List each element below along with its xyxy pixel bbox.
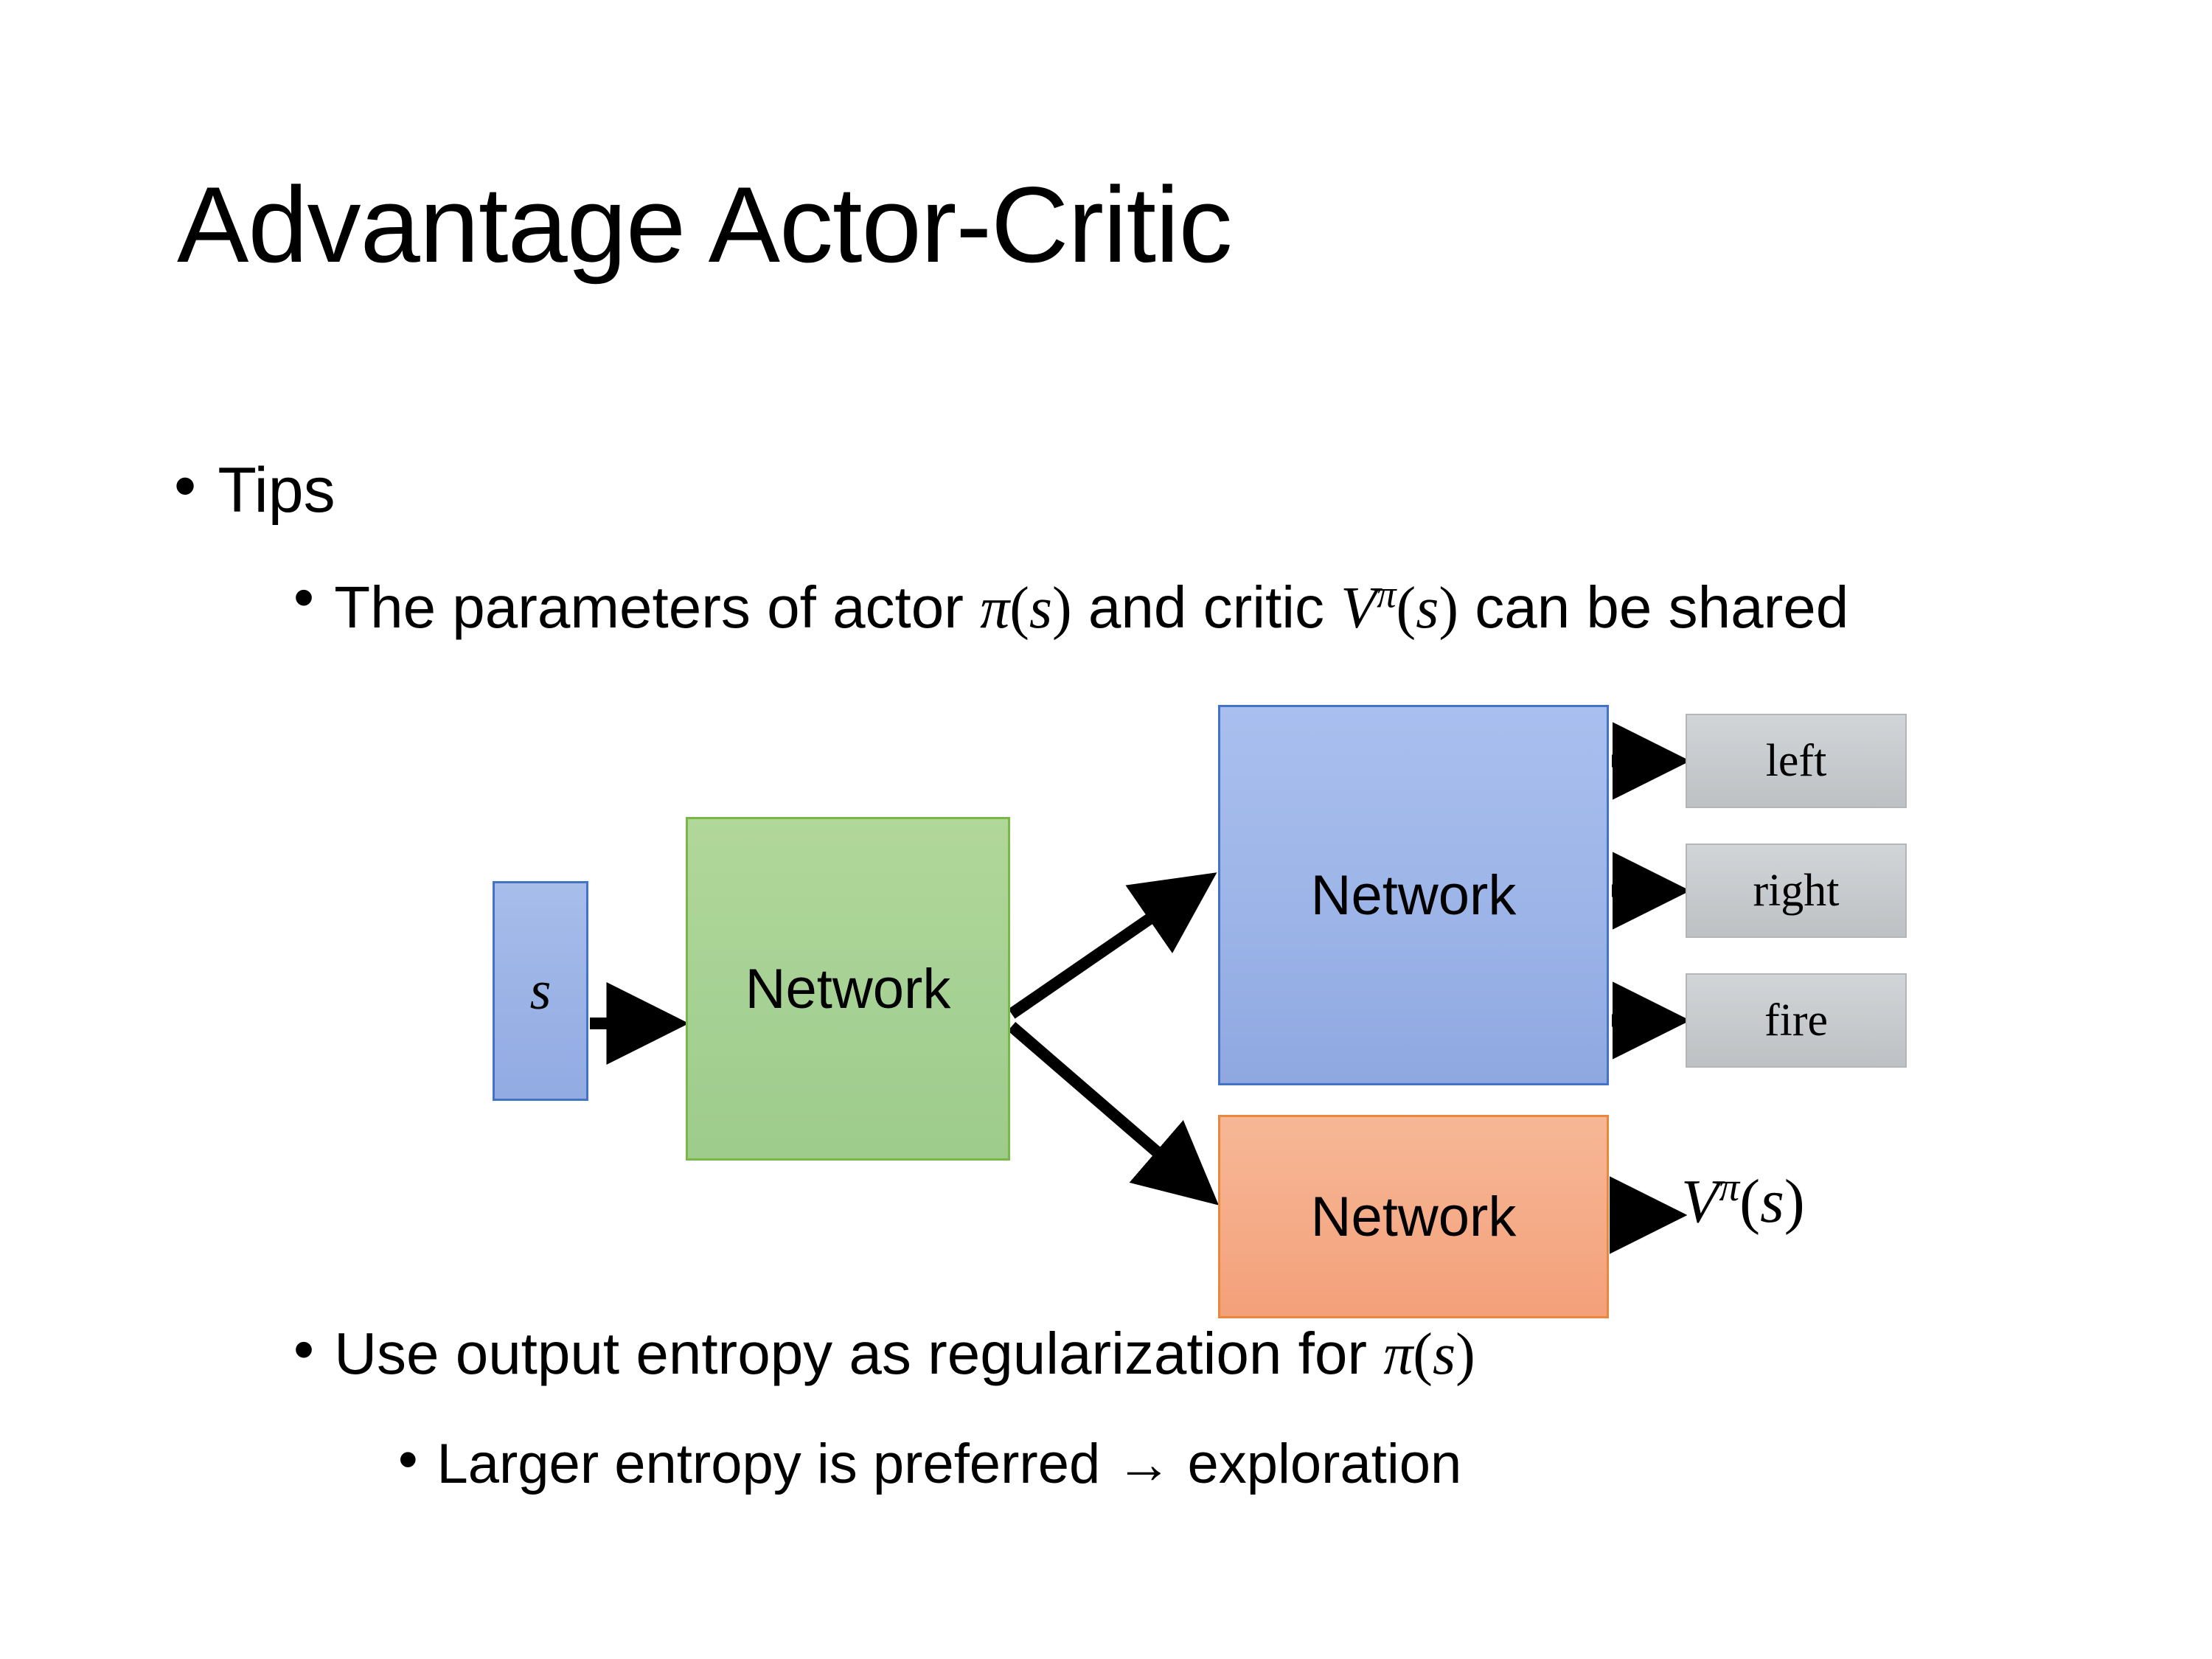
bullet-parameters-text: The parameters of actor π(s) and critic … [334,568,1848,648]
math-rparen: ) [1455,1322,1475,1387]
bullet-tips-label: Tips [218,455,335,526]
math-pi-superscript: π [1377,573,1397,616]
diagram-node-action-right[interactable]: right [1686,844,1907,938]
math-pi: π [980,576,1010,641]
bullet-marker: • [174,451,197,521]
bullet-marker: • [293,1316,315,1382]
math-rparen: ) [1052,576,1072,641]
critic-network-label: Network [1310,1185,1517,1248]
arrow-shared-to-actor-network [1008,872,1217,1019]
diagram-node-critic-network[interactable]: Network [1218,1115,1609,1318]
math-lparen: ( [1396,576,1416,641]
entropy-prefix: Use output entropy as regularization for [334,1321,1384,1386]
bullet-entropy-text: Use output entropy as regularization for… [334,1320,1475,1388]
diagram-node-action-left[interactable]: left [1686,714,1907,808]
page-title: Advantage Actor-Critic [177,164,1233,285]
diagram-output-value: Vπ(s) [1681,1165,1805,1237]
math-s: s [1029,576,1052,641]
bullet-larger-entropy: • Larger entropy is preferred → explorat… [398,1432,1461,1496]
params-mid: and critic [1071,574,1341,640]
params-prefix: The parameters of actor [334,574,981,640]
math-lparen: ( [1009,576,1029,641]
shared-network-label: Network [745,957,951,1020]
bullet-larger-entropy-label: Larger entropy is preferred → exploratio… [437,1433,1462,1495]
diagram-node-shared-network[interactable]: Network [686,817,1010,1161]
math-pi: π [1383,1322,1413,1387]
value-base: V [1681,1167,1719,1236]
math-rparen: ) [1784,1167,1805,1236]
state-label: s [529,960,552,1021]
math-lparen: ( [1413,1322,1433,1387]
action-right-label: right [1753,865,1840,916]
value-argument: s [1760,1167,1784,1236]
action-left-label: left [1765,735,1827,786]
bullet-marker: • [398,1428,418,1491]
math-s: s [1416,576,1439,641]
diagram-node-state[interactable]: s [493,881,588,1101]
actor-network-label: Network [1310,863,1517,927]
math-V: V [1340,576,1377,641]
bullet-tips: • Tips [174,454,335,527]
math-s: s [1432,1322,1456,1387]
math-lparen: ( [1739,1167,1761,1236]
arrow-shared-to-critic-network [1007,1021,1219,1206]
value-superscript-pi: π [1719,1164,1740,1209]
diagram-node-action-fire[interactable]: fire [1686,973,1907,1068]
diagram-node-actor-network[interactable]: Network [1218,705,1609,1085]
params-suffix: can be shared [1458,574,1849,640]
action-fire-label: fire [1764,995,1829,1046]
bullet-marker: • [293,564,315,630]
math-rparen: ) [1439,576,1458,641]
bullet-parameters-shared: • The parameters of actor π(s) and criti… [293,568,1901,648]
bullet-entropy-regularization: • Use output entropy as regularization f… [293,1320,1475,1388]
